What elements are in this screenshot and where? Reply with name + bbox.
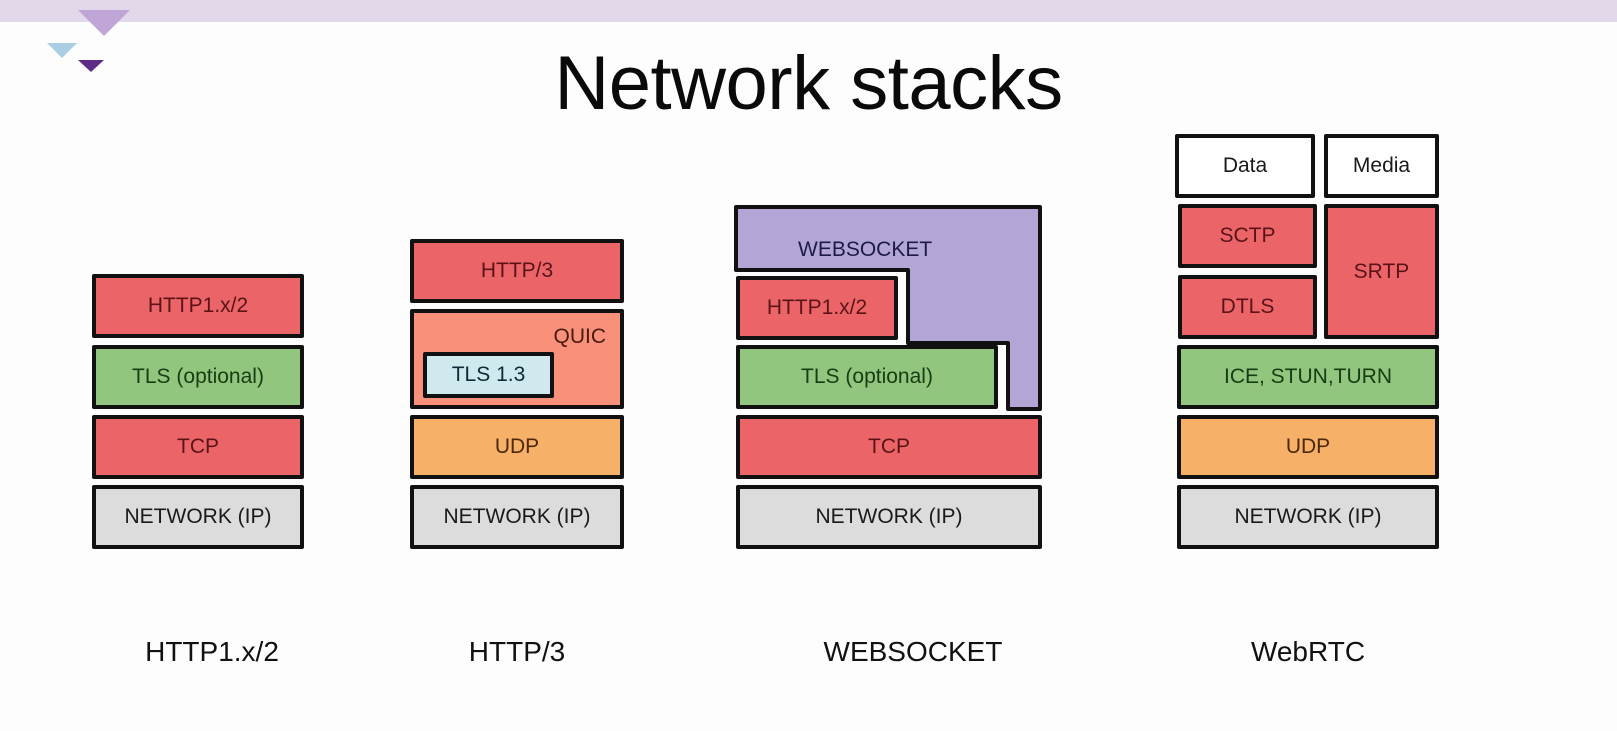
websocket-label: WEBSOCKET <box>798 238 933 261</box>
layer-udp: UDP <box>410 415 624 479</box>
triangle-decoration-icon <box>47 43 77 58</box>
layer-tls13: TLS 1.3 <box>423 352 554 398</box>
stack-caption-webrtc: WebRTC <box>1250 636 1366 667</box>
layer-http3: HTTP/3 <box>410 239 624 303</box>
layer-data: Data <box>1175 134 1315 198</box>
stack-caption-http1: HTTP1.x/2 <box>145 636 279 667</box>
layer-network: NETWORK (IP) <box>410 485 624 549</box>
layer-network: NETWORK (IP) <box>1177 485 1439 549</box>
layer-http1: HTTP1.x/2 <box>92 274 304 338</box>
layer-media: Media <box>1324 134 1439 198</box>
layer-tls: TLS (optional) <box>92 345 304 409</box>
layer-http1: HTTP1.x/2 <box>736 276 898 340</box>
layer-sctp: SCTP <box>1178 204 1317 268</box>
triangle-decoration-icon <box>78 60 104 72</box>
slide-title: Network stacks <box>554 41 1063 126</box>
triangle-decoration-icon <box>78 10 130 36</box>
layer-srtp: SRTP <box>1324 204 1439 339</box>
quic-label: QUIC <box>553 325 607 348</box>
layer-tcp: TCP <box>736 415 1042 479</box>
layer-udp: UDP <box>1177 415 1439 479</box>
layer-tls: TLS (optional) <box>736 345 998 409</box>
websocket-l-shape <box>734 205 1042 411</box>
layer-tcp: TCP <box>92 415 304 479</box>
top-accent-bar <box>0 0 1617 22</box>
layer-network: NETWORK (IP) <box>92 485 304 549</box>
stack-caption-http3: HTTP/3 <box>468 636 566 667</box>
stack-caption-websocket: WEBSOCKET <box>823 636 1003 667</box>
layer-dtls: DTLS <box>1178 275 1317 339</box>
layer-ice-stun-turn: ICE, STUN,TURN <box>1177 345 1439 409</box>
layer-network: NETWORK (IP) <box>736 485 1042 549</box>
